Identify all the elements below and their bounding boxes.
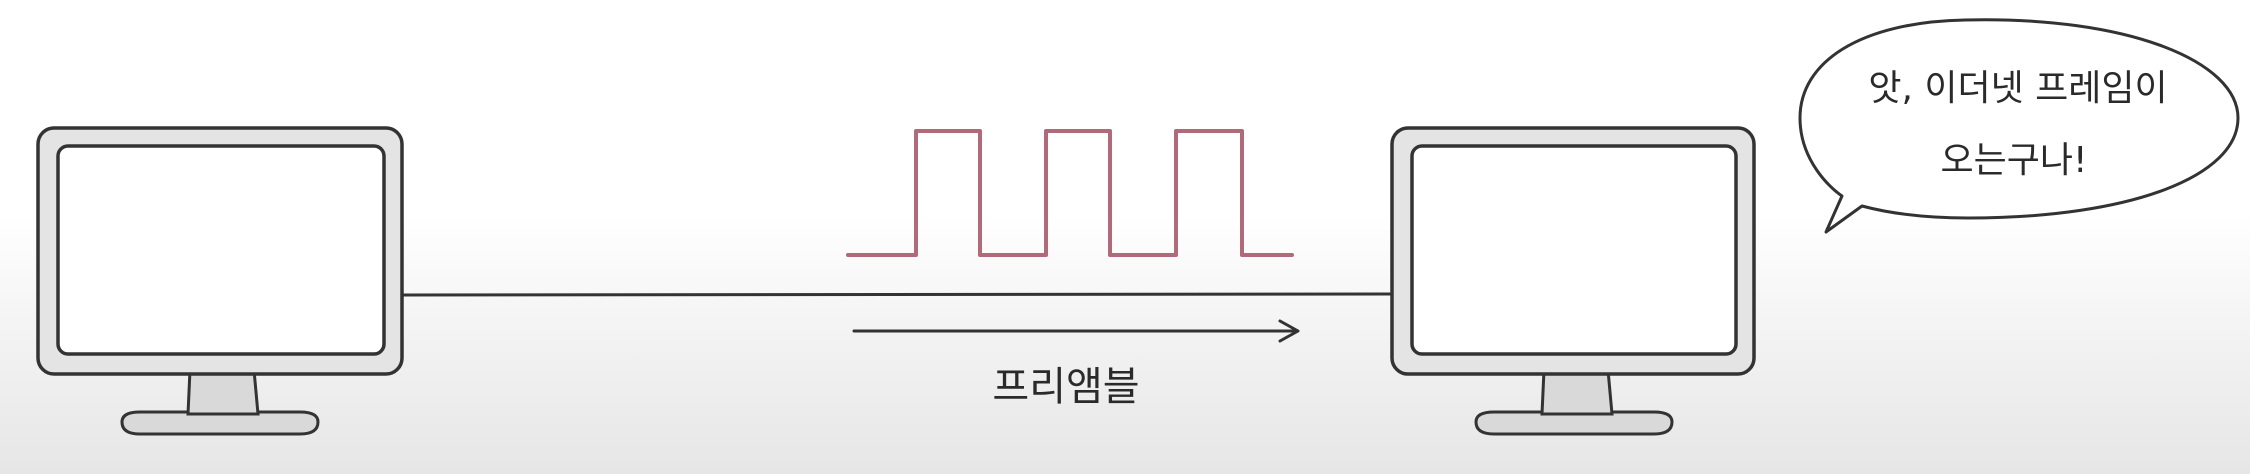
monitor-base <box>120 410 320 436</box>
speech-line-1: 앗, 이더넷 프레임이 <box>1868 68 2167 109</box>
receiver-computer <box>1390 126 1756 436</box>
speech-line-2: 오는구나! <box>1941 140 2088 181</box>
monitor-screen <box>1410 144 1738 356</box>
preamble-signal-wave <box>846 129 1294 257</box>
monitor-neck <box>1540 368 1614 416</box>
monitor-neck <box>186 368 260 416</box>
monitor-base <box>1474 410 1674 436</box>
direction-arrow <box>852 319 1300 343</box>
monitor-screen <box>56 144 386 356</box>
network-cable <box>400 292 1392 297</box>
sender-computer <box>36 126 404 436</box>
preamble-label: 프리앰블 <box>992 364 1139 410</box>
speech-bubble-outline <box>1798 18 2240 234</box>
speech-bubble: 앗, 이더넷 프레임이 오는구나! <box>1798 18 2240 234</box>
